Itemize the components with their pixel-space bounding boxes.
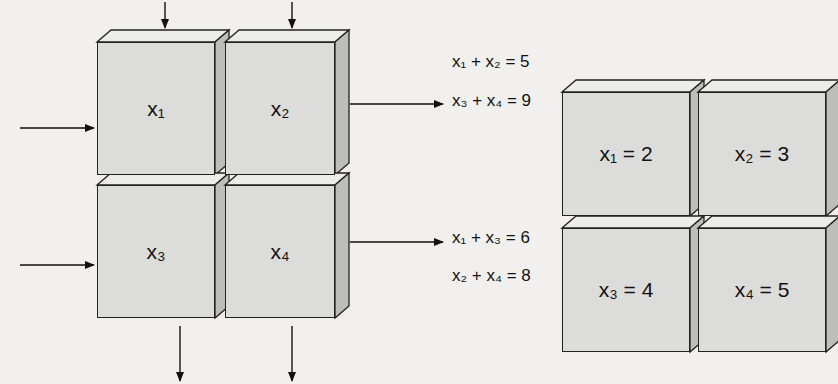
cube-face	[562, 216, 704, 228]
cube-face	[225, 30, 349, 42]
ray-arrow	[164, 2, 165, 28]
cube-front: x₃	[97, 185, 215, 318]
cube-front: x₁ = 2	[562, 92, 690, 216]
cube-front: x₁	[97, 42, 215, 175]
ray-arrows	[20, 2, 443, 381]
cube-label: x₂ = 3	[735, 142, 789, 166]
cube-face	[97, 30, 229, 42]
ray-arrow	[291, 326, 292, 381]
cube-front: x₃ = 4	[562, 228, 690, 352]
cube-front: x₂	[225, 42, 335, 175]
cube-label: x₂	[271, 97, 290, 121]
ray-arrow	[350, 103, 443, 104]
ray-arrow	[350, 241, 443, 242]
equation: x₃ + x₄ = 9	[450, 91, 533, 111]
cube-face	[562, 80, 704, 92]
ray-arrow	[20, 264, 94, 265]
ray-arrow	[291, 2, 292, 28]
cube-front: x₄	[225, 185, 335, 318]
cube-label: x₃ = 4	[599, 278, 654, 302]
cube-face	[335, 30, 349, 175]
cube-label: x₄ = 5	[735, 278, 790, 302]
ray-arrow	[20, 127, 94, 128]
equation: x₁ + x₃ = 6	[450, 228, 532, 248]
cube-label: x₃	[146, 240, 165, 264]
cube-label: x₁ = 2	[599, 142, 652, 166]
cube-face	[826, 80, 838, 216]
cube-face	[698, 80, 838, 92]
cube-face	[698, 216, 838, 228]
cube-face	[826, 216, 838, 352]
cube-face	[335, 173, 349, 318]
cube-front: x₄ = 5	[698, 228, 826, 352]
cube-label: x₁	[147, 97, 165, 121]
equation: x₂ + x₄ = 8	[450, 266, 533, 286]
ray-arrow	[179, 326, 180, 381]
equation: x₁ + x₂ = 5	[450, 52, 532, 72]
cube-label: x₄	[270, 240, 289, 264]
cube-front: x₂ = 3	[698, 92, 826, 216]
cube-faces	[97, 30, 838, 352]
